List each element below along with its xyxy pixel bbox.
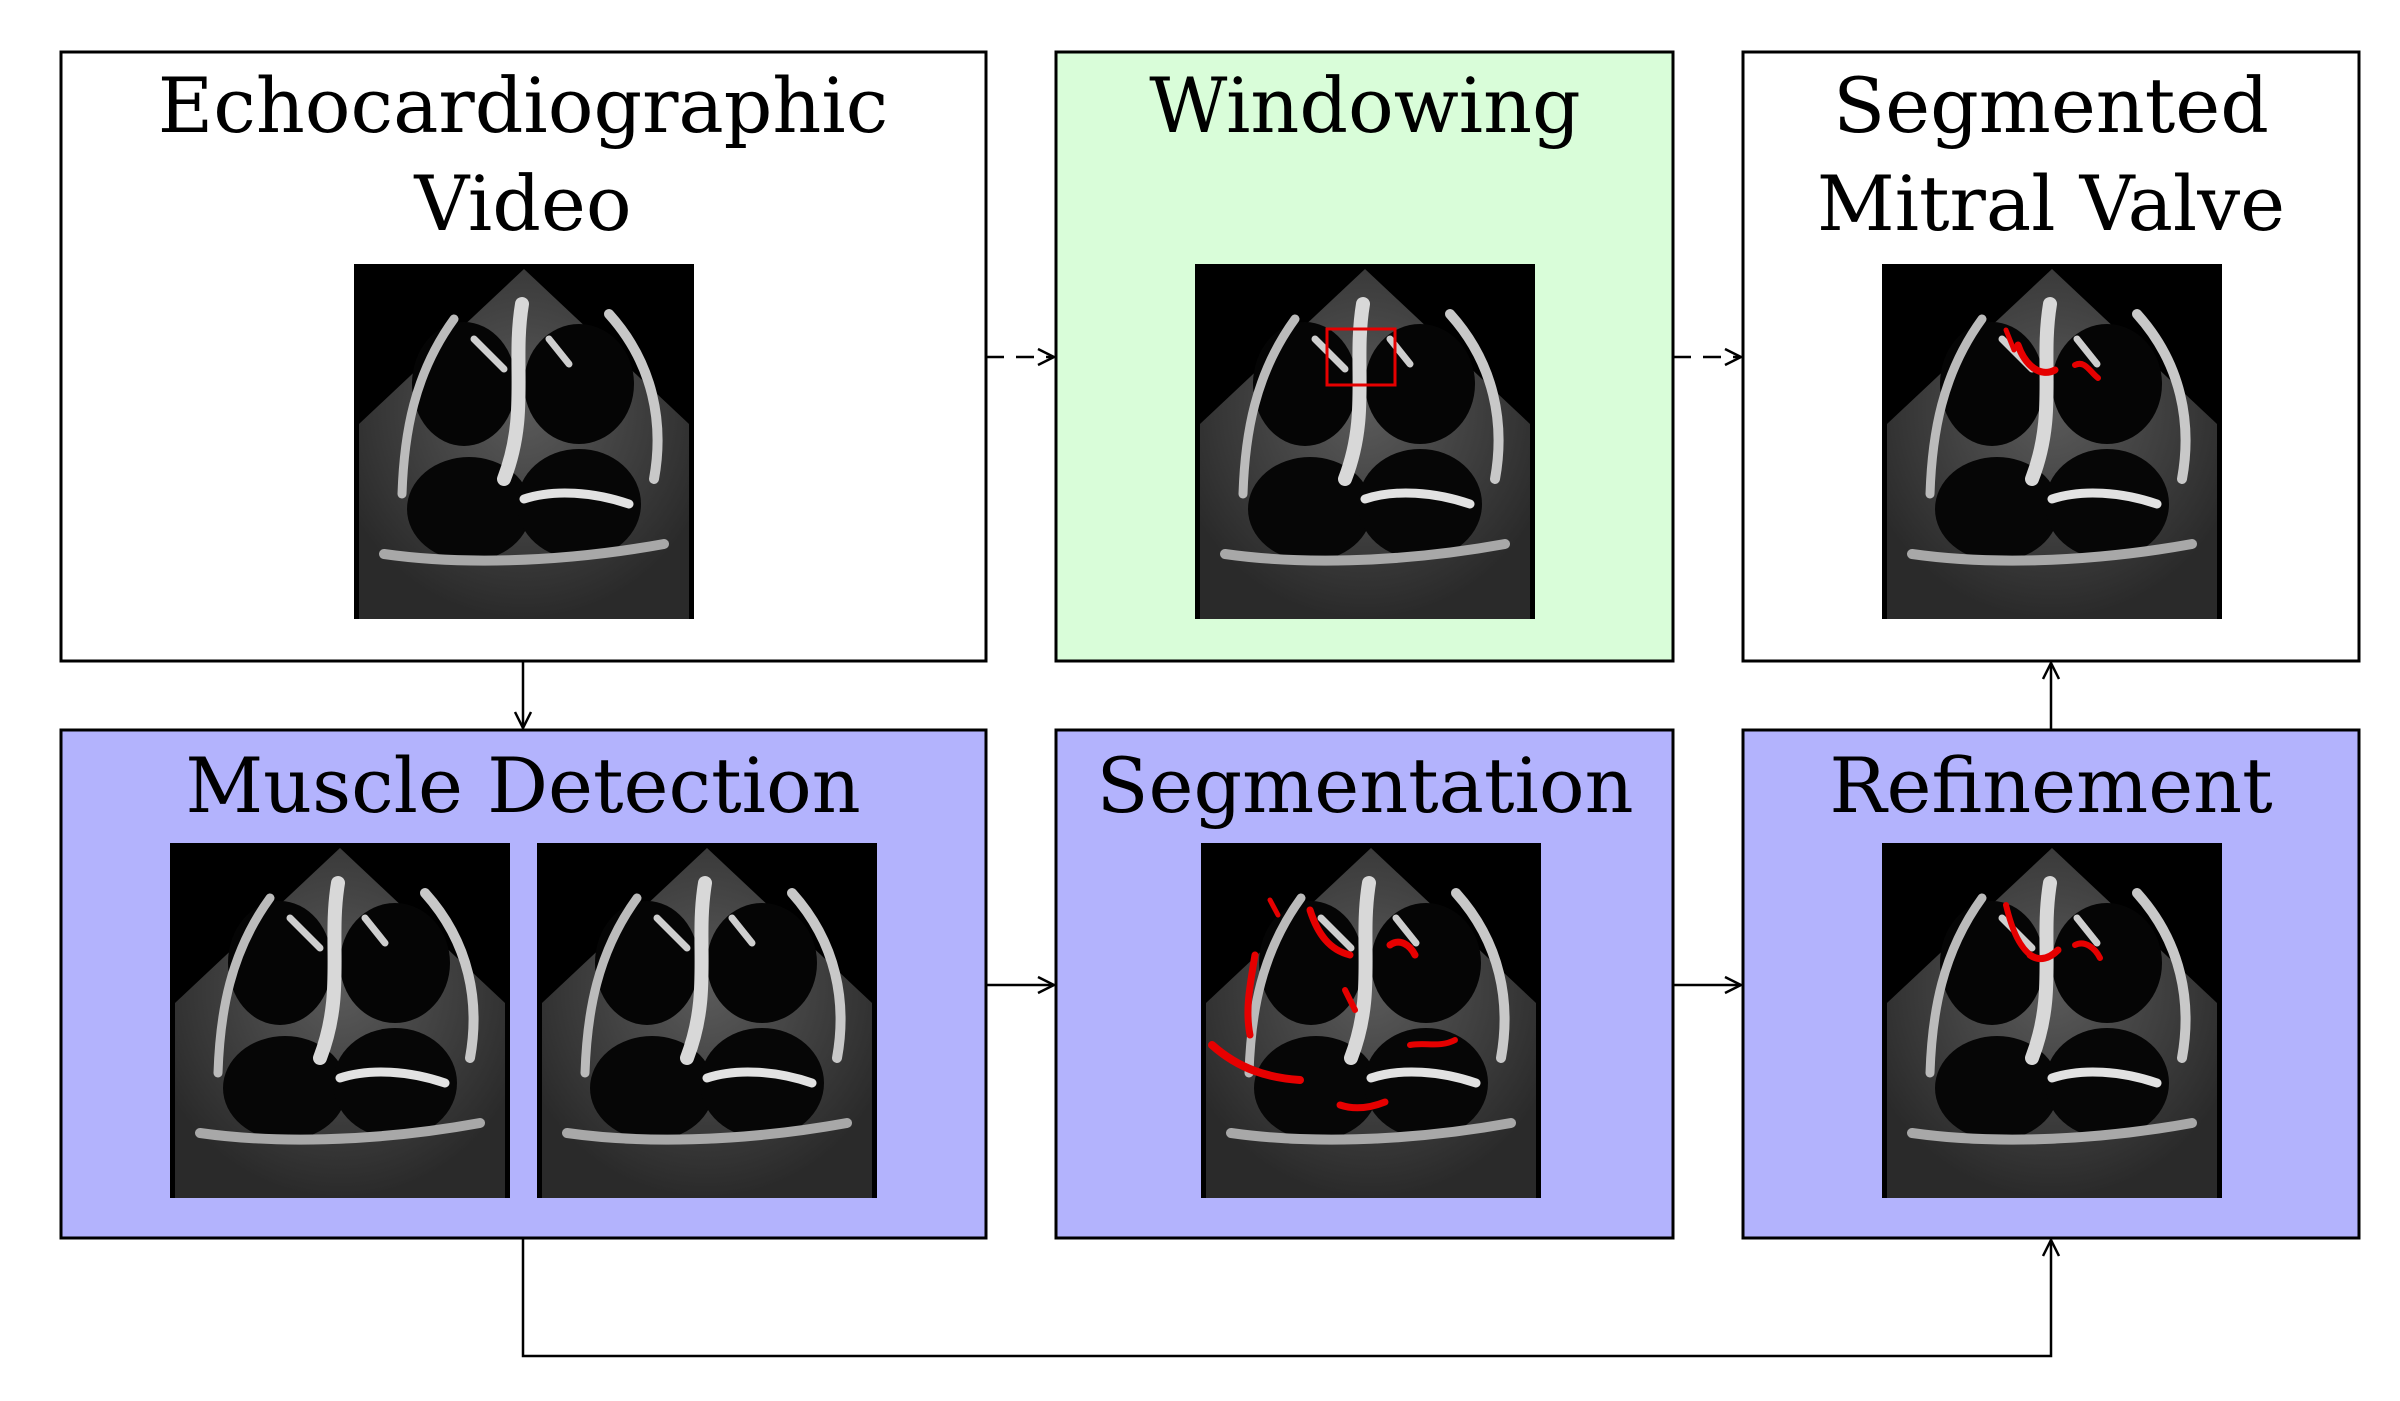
box-segmentation: Segmentation <box>1054 728 1675 1240</box>
box-refinement-title: Refinement <box>1829 741 2272 830</box>
echo-image-muscle-2 <box>537 843 877 1198</box>
segmentation-mask <box>1208 897 1458 1112</box>
box-echocardiographic-video: Echocardiographic Video <box>59 50 988 663</box>
refined-valve-mask <box>2003 902 2103 963</box>
box-muscle-title: Muscle Detection <box>185 741 860 830</box>
box-video-title-line-2: Video <box>413 159 631 248</box>
window-highlight-box <box>1325 327 1397 387</box>
echo-image-segmentation <box>1201 843 1541 1198</box>
echo-image-input <box>354 264 694 619</box>
box-segmented-mitral-valve: Segmented Mitral Valve <box>1741 50 2361 663</box>
box-segmentation-title: Segmentation <box>1096 741 1633 830</box>
echo-image-refinement <box>1882 843 2222 1198</box>
echo-image-windowing <box>1195 264 1535 619</box>
echo-image-muscle-1 <box>170 843 510 1198</box>
valve-segmentation-mask <box>2003 327 2101 381</box>
arrows <box>521 357 2051 1358</box>
box-refinement: Refinement <box>1741 728 2361 1240</box>
arrow-muscle-to-refinement <box>521 1238 2051 1358</box>
box-output-title-line-2: Mitral Valve <box>1817 159 2285 248</box>
box-video-title-line-1: Echocardiographic <box>158 61 888 150</box>
echo-image-output <box>1882 264 2222 619</box>
box-windowing-title: Windowing <box>1149 61 1580 150</box>
box-output-title-line-1: Segmented <box>1833 61 2269 150</box>
box-muscle-detection: Muscle Detection <box>59 728 988 1240</box>
box-windowing: Windowing <box>1054 50 1675 663</box>
